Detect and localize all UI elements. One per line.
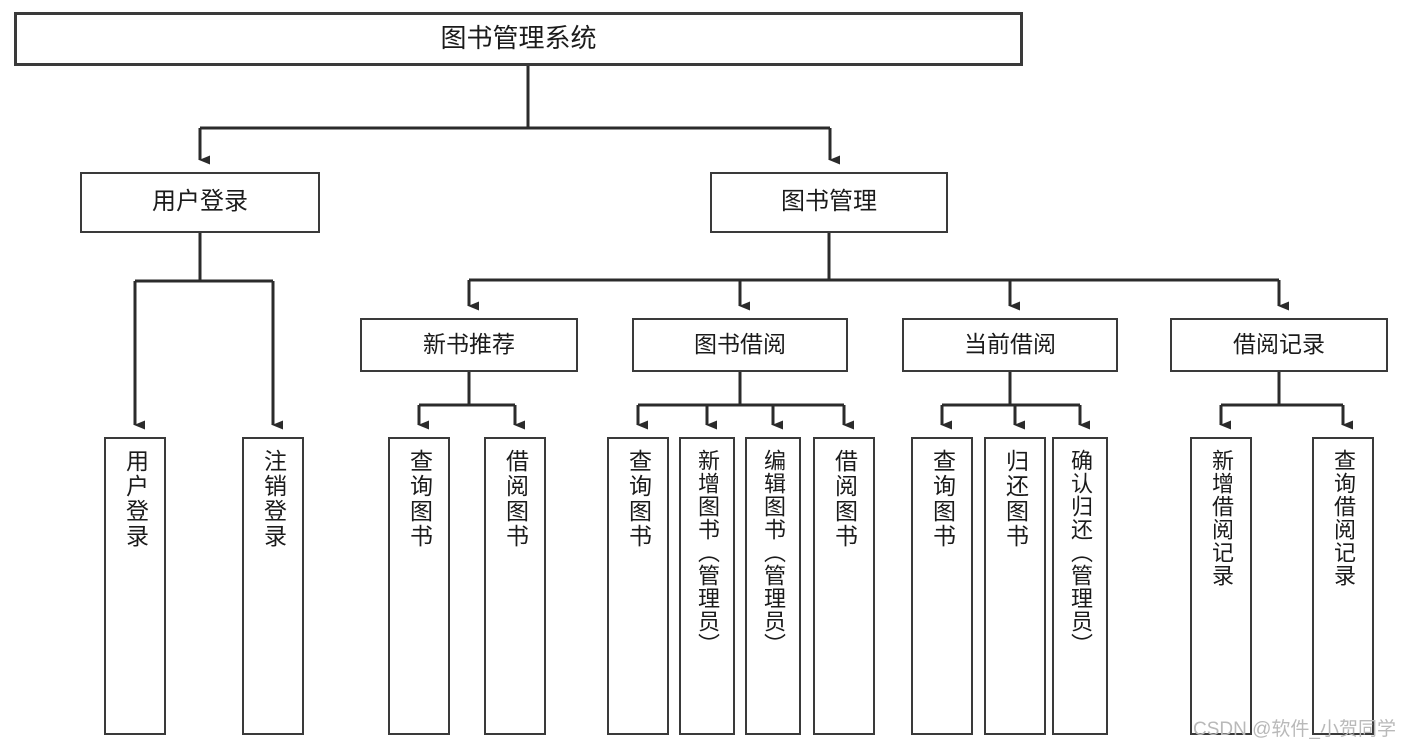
node-leaf-edit-book[interactable]: 编辑图书（管理员） (745, 437, 801, 735)
node-label: 图书管理系统 (440, 23, 597, 54)
node-label: 用户登录 (122, 449, 149, 549)
node-book-manage[interactable]: 图书管理 (710, 172, 948, 233)
node-label: 归还图书 (1002, 449, 1029, 549)
node-leaf-borrow-book-1[interactable]: 借阅图书 (484, 437, 546, 735)
node-label: 查询图书 (406, 449, 433, 549)
node-label: 借阅图书 (502, 449, 529, 549)
node-label: 查询借阅记录 (1331, 449, 1356, 587)
node-leaf-query-book-1[interactable]: 查询图书 (388, 437, 450, 735)
node-borrow-record[interactable]: 借阅记录 (1170, 318, 1388, 372)
node-user-login[interactable]: 用户登录 (80, 172, 320, 233)
node-label: 用户登录 (152, 188, 248, 216)
node-leaf-query-record[interactable]: 查询借阅记录 (1312, 437, 1374, 735)
node-label: 确认归还（管理员） (1068, 449, 1093, 656)
node-label: 新书推荐 (423, 331, 515, 358)
node-book-borrow[interactable]: 图书借阅 (632, 318, 848, 372)
node-label: 借阅图书 (831, 449, 858, 549)
node-leaf-query-book-3[interactable]: 查询图书 (911, 437, 973, 735)
node-label: 新增图书（管理员） (695, 449, 720, 656)
node-leaf-return-book[interactable]: 归还图书 (984, 437, 1046, 735)
node-leaf-logout[interactable]: 注销登录 (242, 437, 304, 735)
node-label: 借阅记录 (1233, 331, 1325, 358)
node-label: 编辑图书（管理员） (761, 449, 786, 656)
node-leaf-confirm-return[interactable]: 确认归还（管理员） (1052, 437, 1108, 735)
node-leaf-user-login[interactable]: 用户登录 (104, 437, 166, 735)
node-leaf-add-book[interactable]: 新增图书（管理员） (679, 437, 735, 735)
node-label: 注销登录 (260, 449, 287, 549)
node-label: 查询图书 (625, 449, 652, 549)
node-label: 图书管理 (781, 188, 877, 216)
node-label: 图书借阅 (694, 331, 786, 358)
node-label: 当前借阅 (964, 331, 1056, 358)
node-current-borrow[interactable]: 当前借阅 (902, 318, 1118, 372)
node-leaf-borrow-book-2[interactable]: 借阅图书 (813, 437, 875, 735)
node-leaf-add-record[interactable]: 新增借阅记录 (1190, 437, 1252, 735)
node-label: 新增借阅记录 (1209, 449, 1234, 587)
node-label: 查询图书 (929, 449, 956, 549)
node-root-system[interactable]: 图书管理系统 (14, 12, 1023, 66)
node-new-book-rec[interactable]: 新书推荐 (360, 318, 578, 372)
node-leaf-query-book-2[interactable]: 查询图书 (607, 437, 669, 735)
